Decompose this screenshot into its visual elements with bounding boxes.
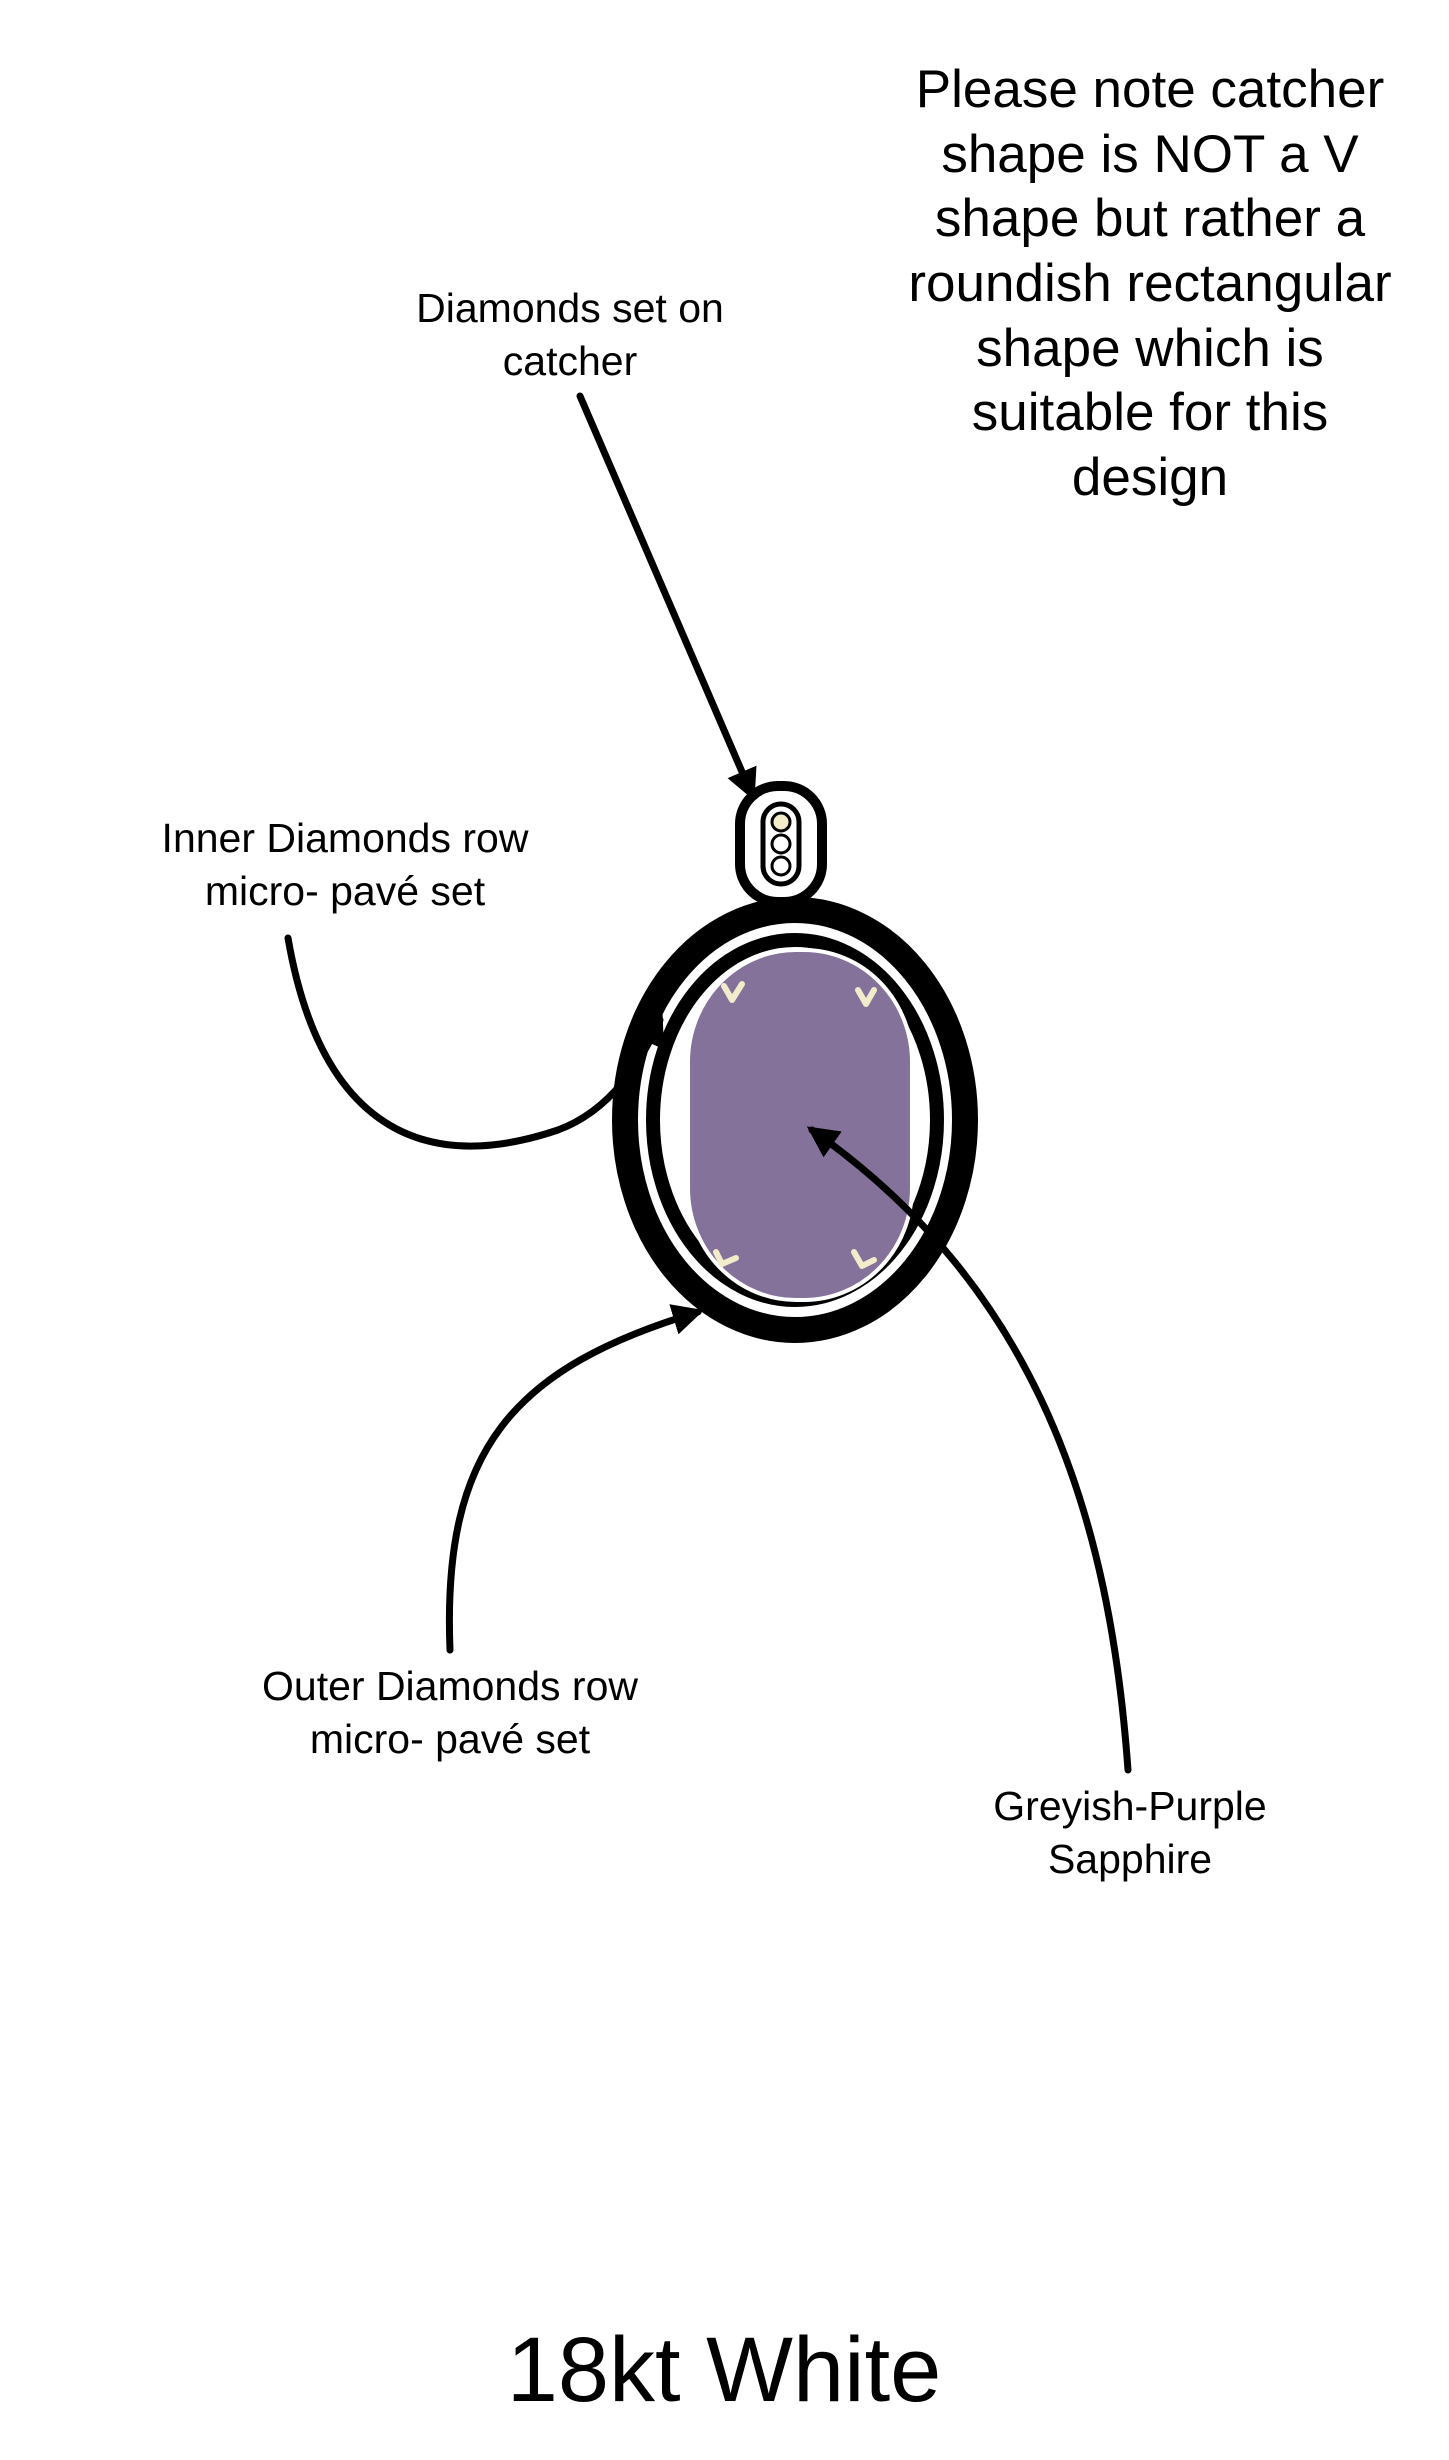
arrow-inner-row xyxy=(284,934,665,1150)
catcher-diamond xyxy=(770,833,792,855)
prong xyxy=(713,1249,739,1267)
arrow-outer-row xyxy=(445,1304,705,1654)
annotation-catcher-diamonds: Diamonds set on catcher xyxy=(416,285,724,385)
annotation-sapphire: Greyish-Purple Sapphire xyxy=(993,1783,1267,1883)
design-note: Please note catcher shape is NOT a V sha… xyxy=(908,60,1392,507)
prong xyxy=(851,1249,877,1269)
prong xyxy=(721,981,745,1003)
prongs xyxy=(713,981,877,1269)
arrow-sapphire xyxy=(806,1126,1132,1774)
metal-title: 18kt White xyxy=(506,2319,942,2421)
annotation-outer-diamond-row: Outer Diamonds row micro- pavé set xyxy=(262,1663,638,1763)
annotation-inner-diamond-row: Inner Diamonds row micro- pavé set xyxy=(161,815,529,915)
callout-arrows xyxy=(284,392,1132,1774)
arrow-catcher-diamonds xyxy=(576,392,757,801)
catcher-diamond xyxy=(770,811,792,833)
sapphire-stone xyxy=(686,948,914,1302)
catcher-diamonds xyxy=(770,811,792,877)
prong xyxy=(855,987,877,1007)
catcher-diamond xyxy=(770,855,792,877)
